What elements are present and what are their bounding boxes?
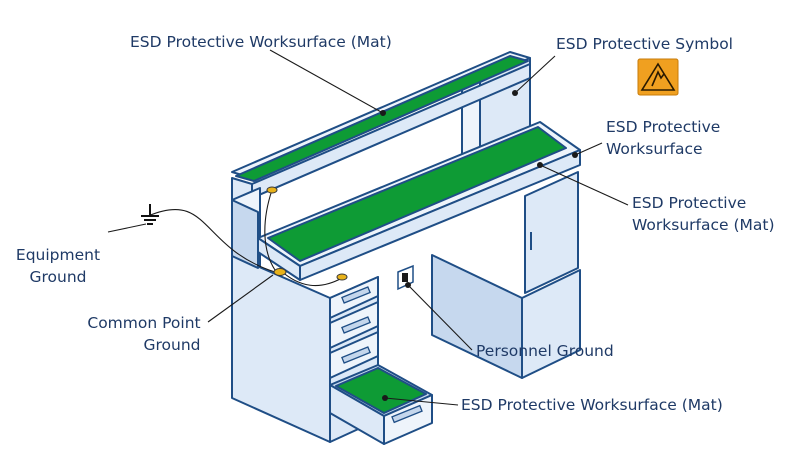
- label-equipment-ground-line1: Equipment: [16, 246, 100, 264]
- label-common-point-line1: Common Point: [87, 314, 200, 332]
- label-mat-right-line2: Worksurface (Mat): [632, 216, 775, 234]
- label-mat-drawer: ESD Protective Worksurface (Mat): [461, 396, 723, 414]
- ground-icon: [141, 204, 159, 225]
- riser-ground-cord: [264, 189, 276, 271]
- equipment-ground-cord: [147, 208, 276, 273]
- mat-ground-cord: [279, 269, 343, 287]
- label-esd-symbol: ESD Protective Symbol: [556, 35, 733, 53]
- open-drawer: [329, 364, 433, 445]
- left-pedestal: [231, 187, 331, 443]
- label-mat-right-line1: ESD Protective: [632, 194, 746, 212]
- label-personnel-ground: Personnel Ground: [476, 342, 614, 360]
- label-worksurface-line2: Worksurface: [606, 140, 703, 158]
- label-worksurface-line1: ESD Protective: [606, 118, 720, 136]
- main-mat: [267, 126, 567, 262]
- label-common-point-line2: Ground: [143, 336, 200, 354]
- drawer-mat: [335, 367, 427, 414]
- main-desktop: [257, 121, 581, 281]
- esd-warning-icon: [637, 58, 679, 96]
- leader-lines: [107, 49, 629, 406]
- label-mat-top: ESD Protective Worksurface (Mat): [130, 33, 392, 51]
- label-equipment-ground-line2: Ground: [29, 268, 86, 286]
- riser-mat: [235, 55, 529, 182]
